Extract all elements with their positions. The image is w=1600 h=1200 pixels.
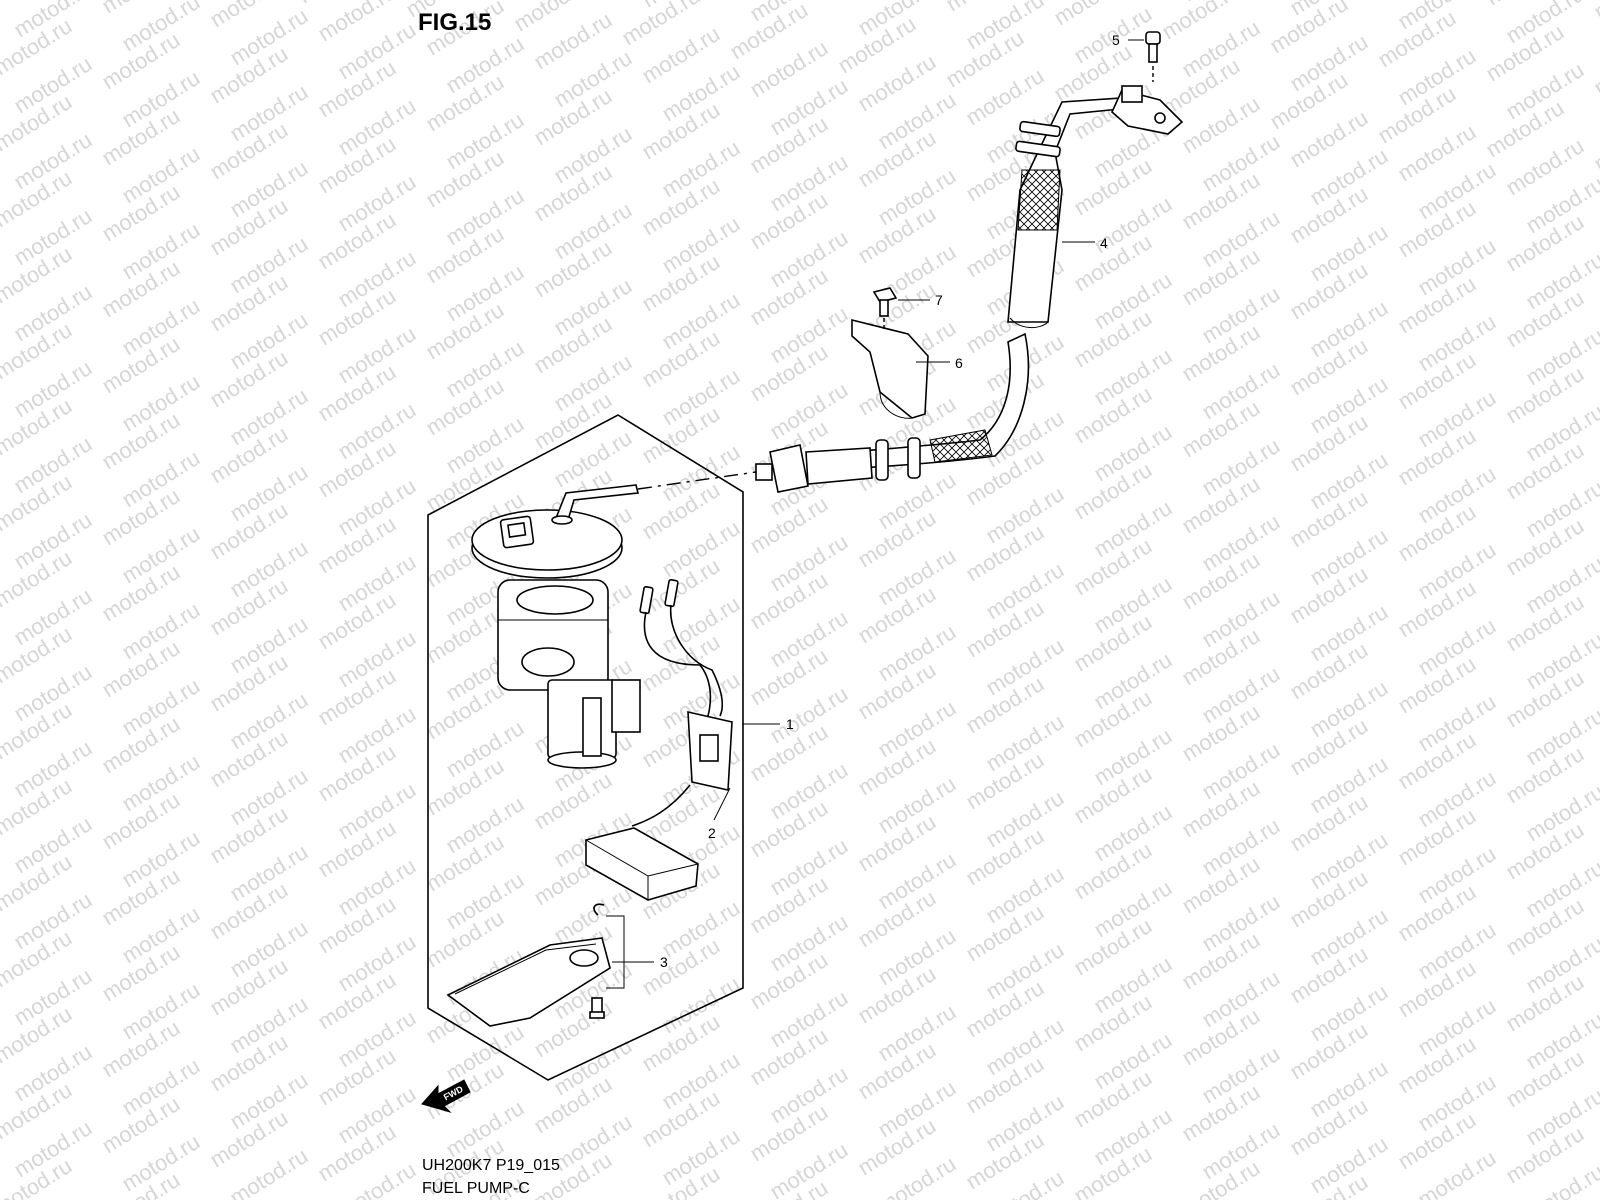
bolt-part-7 bbox=[872, 287, 930, 332]
forward-arrow-icon: FWD bbox=[421, 1079, 471, 1114]
callout-1: 1 bbox=[786, 716, 794, 732]
watermark-text: motod.ru bbox=[1589, 0, 1600, 24]
callout-4: 4 bbox=[1100, 235, 1108, 251]
figure-code: UH200K7 P19_015 bbox=[422, 1157, 560, 1174]
fuel-pump-assembly bbox=[471, 484, 641, 769]
fuel-hose bbox=[755, 85, 1184, 493]
figure-title: FIG.15 bbox=[418, 9, 491, 36]
callout-3: 3 bbox=[660, 954, 668, 970]
bolt-part-5 bbox=[1128, 31, 1161, 82]
callout-6: 6 bbox=[955, 355, 963, 371]
clamp-bracket-part-6 bbox=[851, 318, 950, 419]
callout-7: 7 bbox=[935, 292, 943, 308]
watermark-text: motod.ru bbox=[1589, 109, 1600, 176]
alignment-line bbox=[637, 469, 771, 490]
callout-5: 5 bbox=[1112, 32, 1120, 48]
fuel-level-gauge bbox=[585, 579, 733, 901]
callout-2: 2 bbox=[708, 825, 716, 841]
figure-name: FUEL PUMP-C bbox=[422, 1180, 530, 1197]
assembly-boundary bbox=[427, 414, 744, 1081]
watermark-text: motod.ru bbox=[1589, 33, 1600, 100]
leader-line-2 bbox=[713, 787, 731, 821]
fuel-filter bbox=[446, 903, 654, 1027]
